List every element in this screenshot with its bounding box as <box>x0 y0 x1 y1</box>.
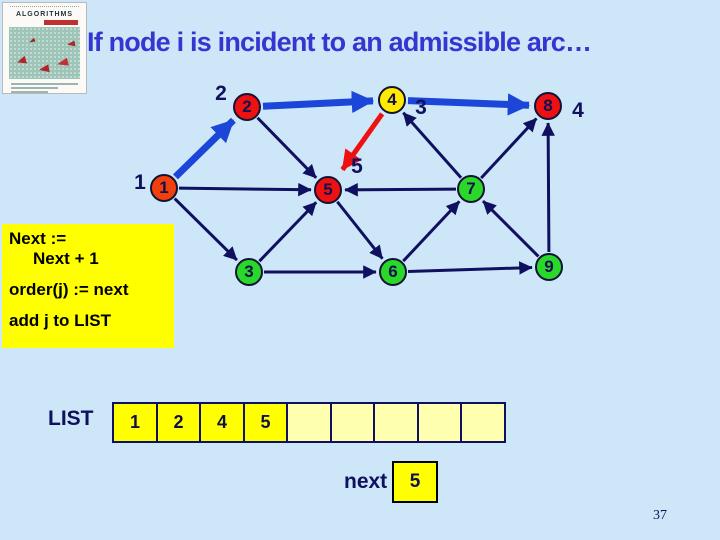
instruction-box: Next := Next + 1 order(j) := next add j … <box>2 224 174 348</box>
graph-edge-9-7 <box>481 199 540 258</box>
instruction-line: Next + 1 <box>33 249 99 268</box>
next-value-box: 5 <box>392 461 438 503</box>
graph-edge-1-2 <box>173 117 236 180</box>
page-number: 37 <box>653 508 667 523</box>
graph-edge-1-3 <box>173 197 238 262</box>
graph-edge-5-6 <box>336 200 384 260</box>
list-cell-4 <box>286 402 332 443</box>
list-cell-0: 1 <box>112 402 158 443</box>
graph-edge-6-7 <box>402 200 461 263</box>
next-label: next <box>344 470 388 493</box>
graph-edge-1-5 <box>178 182 312 197</box>
graph-edge-7-8 <box>480 117 538 180</box>
cover-title: ALGORITHMS <box>15 11 74 18</box>
cover-author-lines <box>11 83 78 93</box>
cover-rule <box>10 6 79 10</box>
book-cover-image: ALGORITHMS <box>2 2 87 94</box>
instruction-line: Next := <box>9 229 67 248</box>
graph-edge-2-5 <box>256 116 318 179</box>
list-cell-8 <box>460 402 506 443</box>
instruction-line: order(j) := next <box>9 280 129 299</box>
graph-edge-4-5 <box>340 112 385 172</box>
graph-edge-6-9 <box>407 261 533 275</box>
graph-edge-3-5 <box>258 201 318 263</box>
graph-edge-9-8 <box>541 122 555 253</box>
graph-edge-4-8 <box>407 93 531 116</box>
list-cell-1: 2 <box>155 402 202 443</box>
instruction-line: add j to LIST <box>9 311 111 330</box>
list-cell-3: 5 <box>242 402 289 443</box>
graph-edge-7-4 <box>402 111 463 179</box>
cover-red-bar <box>44 20 78 25</box>
list-label: LIST <box>48 407 94 430</box>
slide-title: If node i is incident to an admissible a… <box>87 27 592 57</box>
cover-art <box>9 27 80 79</box>
graph-edge-7-5 <box>344 183 457 197</box>
graph-edge-2-4 <box>262 90 375 114</box>
